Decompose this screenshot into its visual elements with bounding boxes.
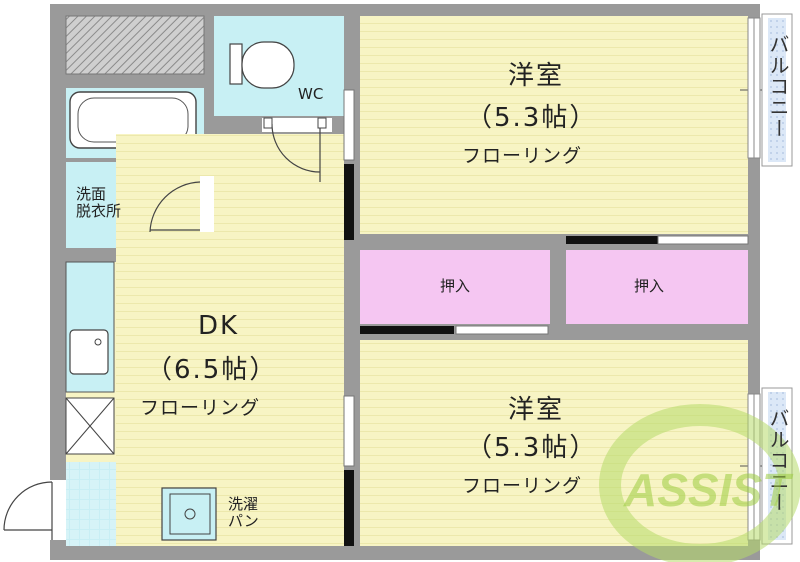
utility-shaft bbox=[65, 15, 205, 75]
balcony-2-label: バルコニー bbox=[766, 408, 790, 513]
bedroom-1-name: 洋室 bbox=[508, 61, 565, 91]
watermark-logo bbox=[599, 404, 800, 562]
laundry-pan bbox=[161, 487, 217, 541]
toilet-bowl bbox=[241, 41, 295, 89]
svg-text:ASSIST: ASSIST bbox=[623, 464, 794, 516]
closet-1 bbox=[360, 250, 550, 324]
dk-name: DK bbox=[198, 311, 240, 341]
closet-2-label: 押入 bbox=[634, 277, 665, 295]
bedroom-2 bbox=[360, 340, 748, 546]
entry bbox=[66, 462, 116, 546]
bedroom-1-size: （5.3帖） bbox=[466, 103, 598, 133]
bedroom-1 bbox=[360, 16, 748, 234]
dk-floor: フローリング bbox=[140, 397, 261, 419]
closet-2 bbox=[566, 250, 748, 324]
closet-1-label: 押入 bbox=[440, 277, 471, 295]
dk-size: （6.5帖） bbox=[146, 355, 278, 385]
watermark-text: ASSIST bbox=[623, 464, 794, 516]
closet-door-1 bbox=[360, 326, 454, 334]
sink-drain bbox=[94, 338, 102, 346]
sliding-door-2 bbox=[344, 470, 354, 546]
bedroom-1-floor: フローリング bbox=[462, 145, 583, 167]
washroom-label: 洗面 脱衣所 bbox=[76, 185, 122, 221]
kitchen-sink bbox=[69, 329, 109, 375]
closet-door-2 bbox=[566, 236, 658, 244]
toilet-tank bbox=[229, 43, 243, 85]
wc-door-swing bbox=[271, 123, 321, 173]
washroom-door-swing bbox=[149, 181, 201, 233]
laundry-label: 洗濯 パン bbox=[228, 495, 259, 531]
bedroom-2-size: （5.3帖） bbox=[466, 433, 598, 463]
sliding-door-1 bbox=[344, 164, 354, 240]
wc-label: WC bbox=[298, 85, 324, 103]
balcony-1-label: バルコニー bbox=[766, 34, 790, 139]
entry-door-swing bbox=[3, 481, 53, 531]
dk-room bbox=[116, 134, 344, 546]
bedroom-2-name: 洋室 bbox=[508, 395, 565, 425]
bedroom-2-floor: フローリング bbox=[462, 475, 583, 497]
